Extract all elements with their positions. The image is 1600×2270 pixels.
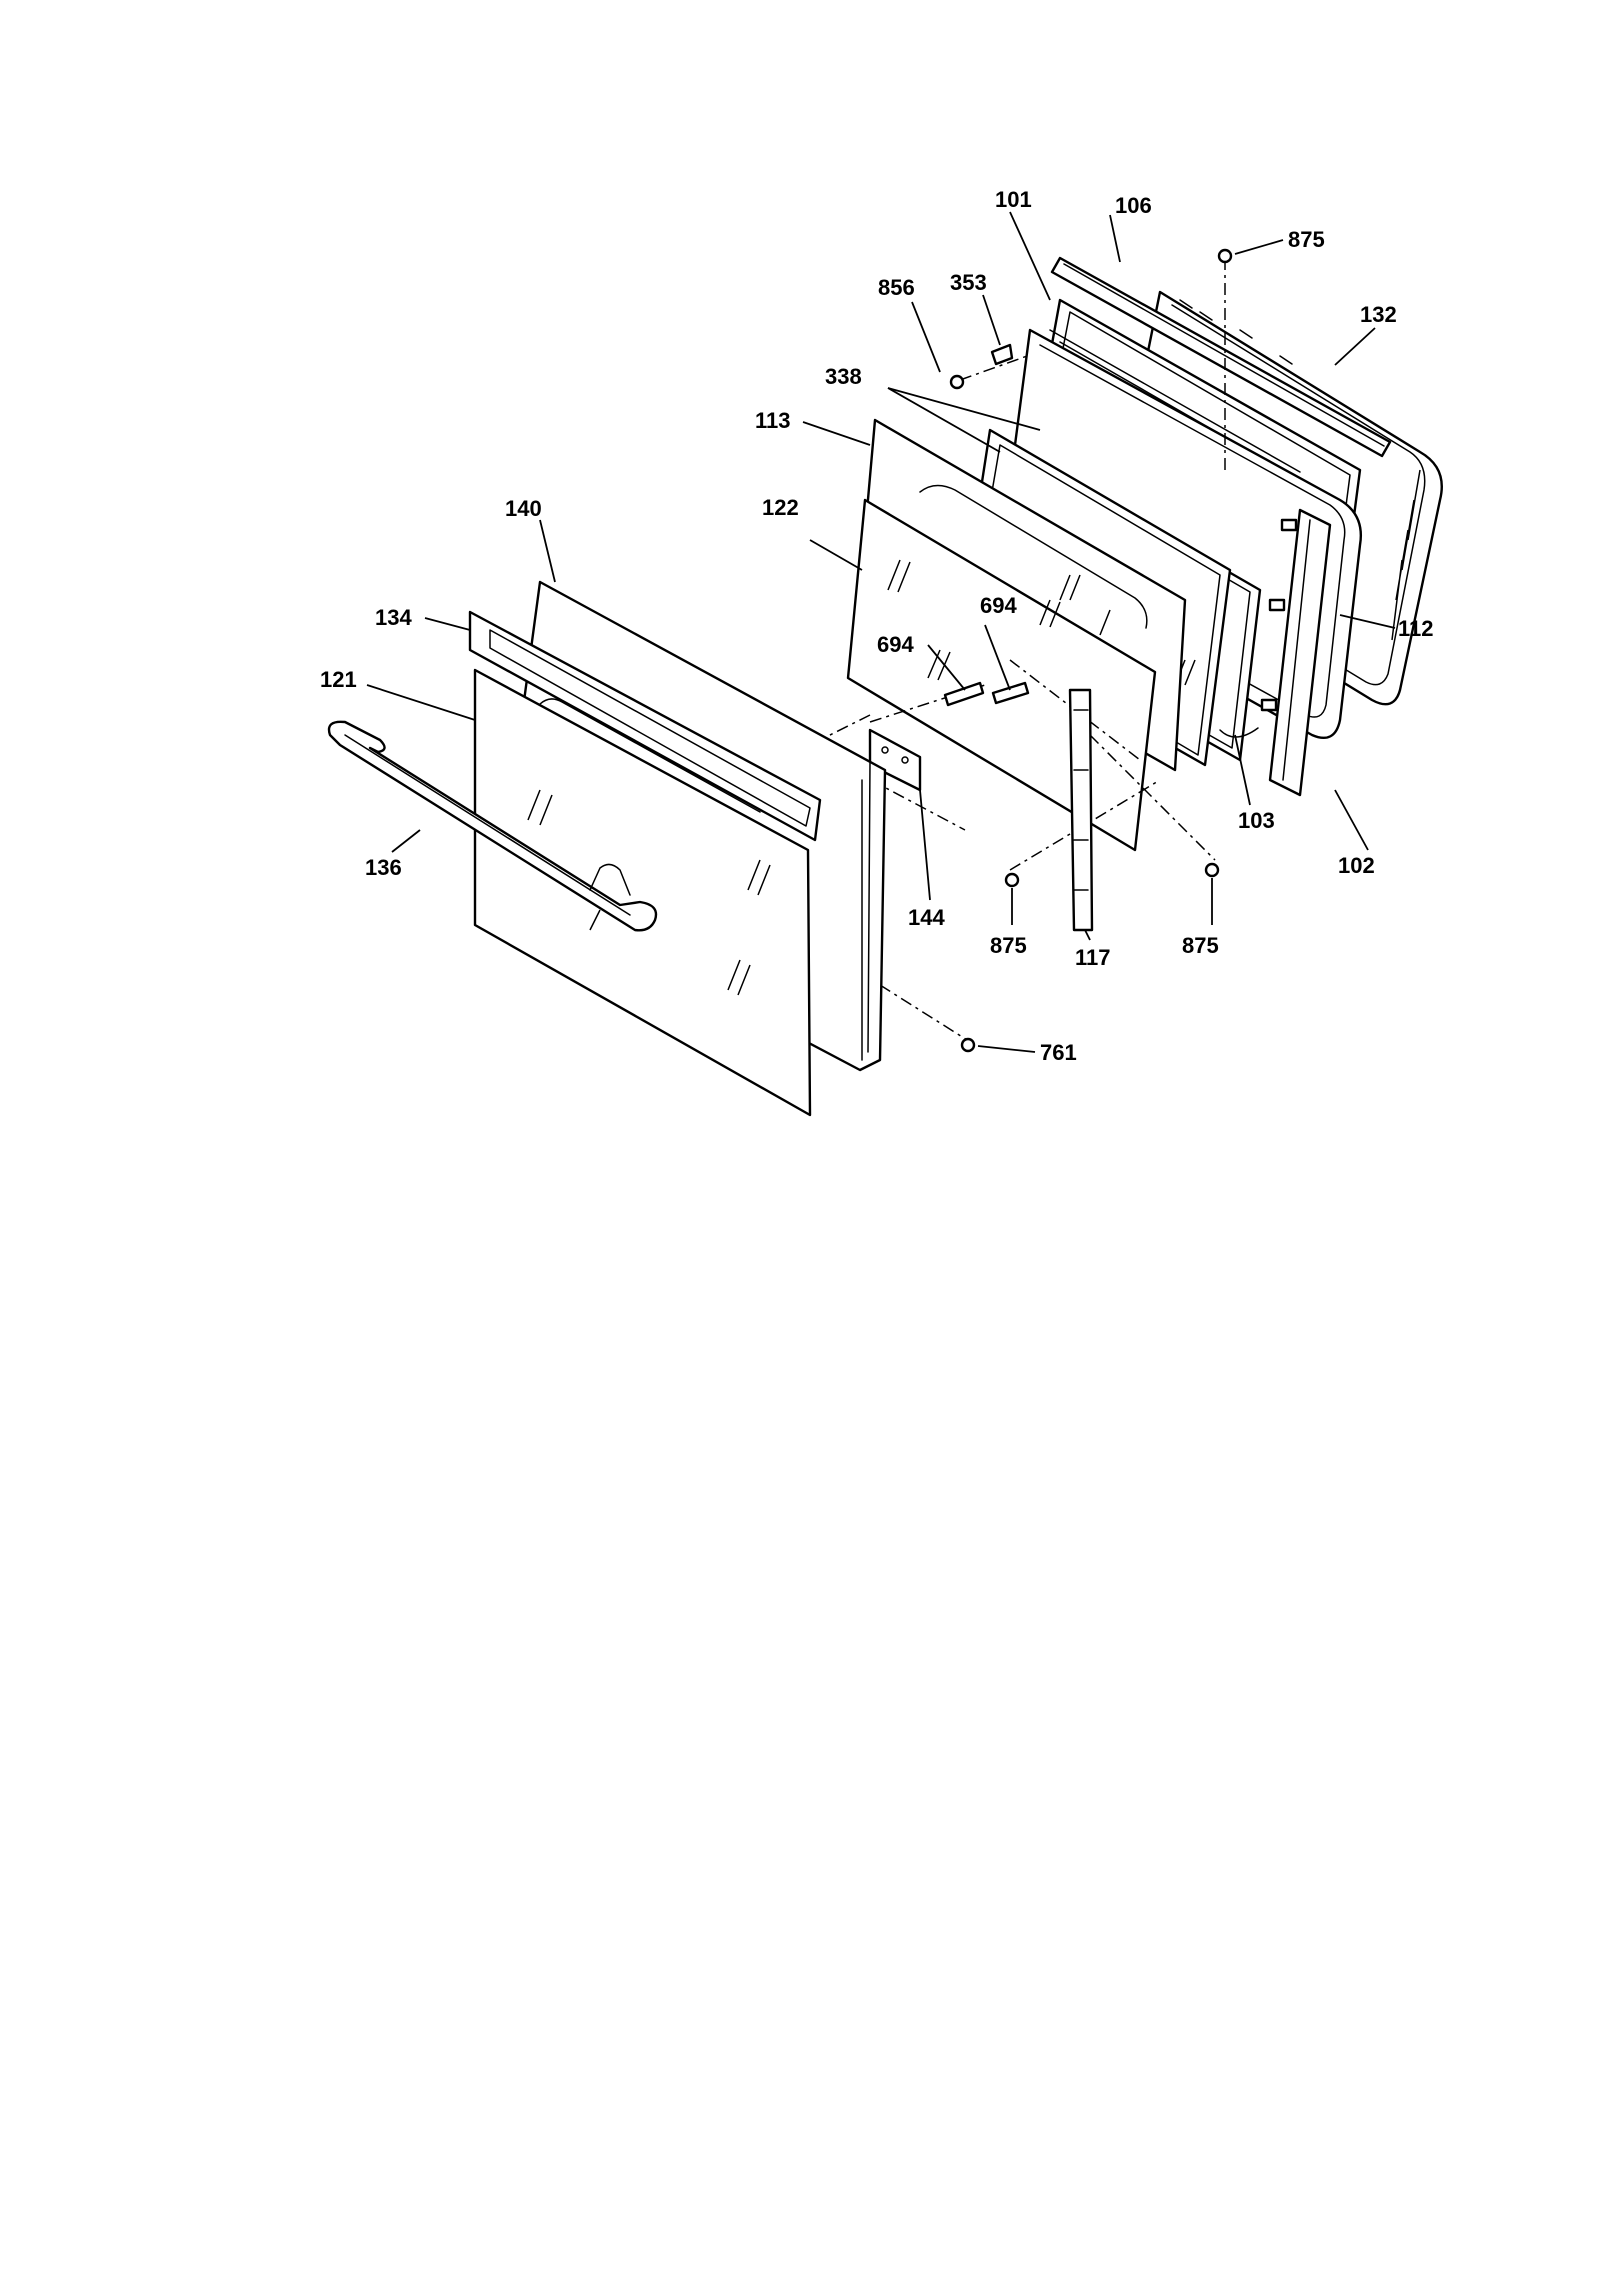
part-136-handle [327,720,658,932]
screws [943,248,1233,1053]
leader-lines [366,211,1396,1053]
label-113: 113 [755,408,791,433]
label-875-right: 875 [1182,933,1219,958]
label-694-b: 694 [877,632,914,657]
screw-875-left [1004,872,1020,888]
part-labels: 101 106 875 856 353 132 338 113 140 122 … [320,187,1434,1065]
screw-694-b [991,681,1030,705]
label-140: 140 [505,496,542,521]
label-101: 101 [995,187,1032,212]
label-121: 121 [320,667,357,692]
label-875-left: 875 [990,933,1027,958]
label-134: 134 [375,605,412,630]
screw-761 [960,1037,976,1053]
label-144: 144 [908,905,945,930]
label-353: 353 [950,270,987,295]
label-102: 102 [1338,853,1375,878]
label-132: 132 [1360,302,1397,327]
part-106-top-trim [1050,256,1392,458]
screw-875-right [1204,862,1220,878]
part-134-vent-trim [468,610,822,842]
label-122: 122 [762,495,799,520]
label-694-a: 694 [980,593,1017,618]
label-761: 761 [1040,1040,1077,1065]
label-117: 117 [1075,945,1111,970]
part-117-strip [1068,688,1094,932]
screw-875-top [1217,248,1233,264]
label-106: 106 [1115,193,1152,218]
label-338: 338 [825,364,862,389]
part-121-front-glass [473,668,812,1117]
label-103: 103 [1238,808,1275,833]
screw-694-a [943,681,985,707]
label-136: 136 [365,855,402,880]
label-112: 112 [1398,616,1434,641]
label-856: 856 [878,275,915,300]
part-102-bracket [1260,508,1332,797]
label-875-top: 875 [1288,227,1325,252]
screw-856 [949,374,965,390]
clip-353 [990,343,1014,366]
